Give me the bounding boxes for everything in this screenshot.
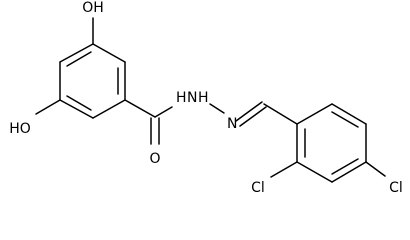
cl-left-bond (270, 161, 298, 178)
ring-a-bond (59, 99, 94, 119)
nh-h-left-label: H (176, 90, 187, 106)
ring-to-carbonyl-bond (124, 99, 156, 118)
ring-b-bond (296, 161, 333, 183)
cl-right-label: Cl (389, 180, 403, 196)
ring-a-inner-bond (66, 95, 92, 111)
imine-to-ring-bond (263, 103, 298, 125)
nh-nitrogen-label: N (187, 90, 197, 106)
imine-double-bond (239, 106, 267, 127)
imine-nitrogen-label: N (227, 116, 237, 132)
ring-a-bond (92, 43, 126, 63)
imine-double-bond (235, 101, 263, 122)
oh-left-label: HO (9, 121, 31, 137)
molecule-diagram: OH HO O H N H N Cl Cl (9, 0, 403, 196)
ring-b-bond (331, 103, 367, 125)
ring-b-inner-bond (331, 111, 359, 128)
carbonyl-oxygen-label: O (149, 151, 160, 167)
ring-a-inner-bond (66, 51, 92, 67)
ring-a-bond (92, 99, 126, 119)
n-n-bond (209, 103, 225, 114)
cl-left-label: Cl (251, 180, 265, 196)
nh-h-right-label: H (198, 90, 209, 106)
ring-a-bond (59, 43, 94, 63)
ring-b-bond (331, 161, 367, 183)
ring-b-bond (296, 103, 333, 125)
dihydroxyphenyl-ring (59, 43, 126, 119)
cl-right-bond (365, 161, 386, 177)
carbonyl-to-nh-bond (154, 106, 173, 118)
oh-top-label: OH (82, 0, 104, 16)
oh-left-bond (35, 99, 61, 115)
dichlorophenyl-ring (296, 103, 367, 183)
ring-b-inner-bond (331, 158, 359, 175)
